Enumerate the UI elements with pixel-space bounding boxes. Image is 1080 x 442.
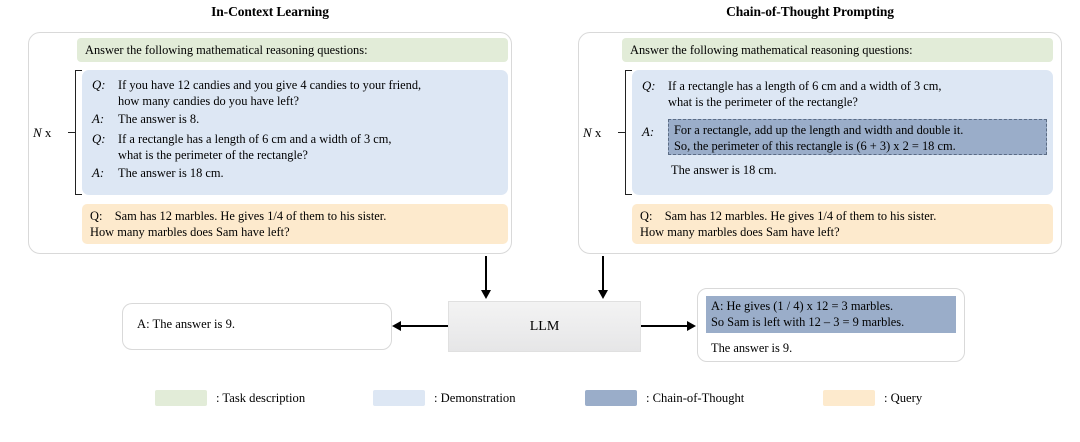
left-task-description-band: Answer the following mathematical reason… [77, 38, 508, 62]
left-demo-label-q1: Q: [92, 78, 106, 92]
left-demo-label-q2: Q: [92, 132, 106, 146]
arrow-left-to-llm-line [485, 256, 487, 292]
left-demo-body-q2: If a rectangle has a length of 6 cm and … [118, 131, 502, 163]
right-demo-q1-line2: what is the perimeter of the rectangle? [668, 95, 858, 110]
left-query-band: Q: Sam has 12 marbles. He gives 1/4 of t… [82, 204, 508, 244]
right-answer-tail: The answer is 18 cm. [671, 163, 777, 177]
legend-label-task-description: : Task description [216, 390, 306, 405]
llm-label: LLM [529, 318, 560, 334]
right-output-answer-tail: The answer is 9. [711, 341, 793, 355]
legend-swatch-query [823, 390, 875, 406]
left-demo-row-a2: A: The answer is 18 cm. [92, 165, 502, 182]
arrow-left-to-llm-head [481, 290, 491, 299]
right-output-box: A: He gives (1 / 4) x 12 = 3 marbles. So… [697, 288, 965, 362]
left-demo-q1-line1: If you have 12 candies and you give 4 ca… [118, 78, 422, 92]
left-repeat-label: N x [33, 125, 51, 141]
legend-label-demonstration: : Demonstration [434, 390, 516, 405]
legend-item-query: : Query [823, 390, 922, 406]
right-bracket [625, 70, 632, 195]
legend-swatch-chain-of-thought [585, 390, 637, 406]
legend-item-task-description: : Task description [155, 390, 305, 406]
legend-label-query: : Query [884, 390, 923, 405]
right-query-band: Q: Sam has 12 marbles. He gives 1/4 of t… [632, 204, 1053, 244]
arrow-right-to-llm-line [602, 256, 604, 292]
left-output-box: A: The answer is 9. [122, 303, 392, 350]
arrow-llm-to-left-output-line [400, 325, 448, 327]
left-demo-body-q1: If you have 12 candies and you give 4 ca… [118, 77, 502, 109]
right-demo-body-q1: If a rectangle has a length of 6 cm and … [668, 78, 1047, 110]
right-demo-label-a1: A: [642, 125, 655, 139]
right-repeat-x: x [591, 125, 602, 140]
right-output-cot-line1: A: He gives (1 / 4) x 12 = 3 marbles. [711, 299, 894, 313]
panel-title-in-context-learning: In-Context Learning [211, 4, 329, 19]
left-bracket [75, 70, 82, 195]
right-query-line1: Q: Sam has 12 marbles. He gives 1/4 of t… [640, 209, 937, 223]
left-repeat-n: N [33, 125, 42, 140]
right-demo-label-q1: Q: [642, 79, 656, 93]
arrow-llm-to-right-output-line [641, 325, 689, 327]
llm-box: LLM [448, 301, 641, 352]
legend-item-chain-of-thought: : Chain-of-Thought [585, 390, 744, 406]
right-repeat-n: N [583, 125, 592, 140]
legend-item-demonstration: : Demonstration [373, 390, 516, 406]
legend-swatch-task-description [155, 390, 207, 406]
right-chain-of-thought-highlight: For a rectangle, add up the length and w… [668, 119, 1047, 155]
left-demo-row-q2: Q: If a rectangle has a length of 6 cm a… [92, 131, 502, 163]
right-repeat-label: N x [583, 125, 601, 141]
left-query-line2: How many marbles does Sam have left? [90, 225, 290, 240]
right-cot-line2: So, the perimeter of this rectangle is (… [674, 139, 956, 154]
panel-title-chain-of-thought-prompting: Chain-of-Thought Prompting [726, 4, 894, 19]
left-bracket-tick [68, 132, 75, 133]
left-query-line1: Q: Sam has 12 marbles. He gives 1/4 of t… [90, 209, 387, 223]
right-output-cot-line2: So Sam is left with 12 – 3 = 9 marbles. [711, 315, 905, 330]
left-demo-q2-line1: If a rectangle has a length of 6 cm and … [118, 132, 392, 146]
left-repeat-x: x [41, 125, 52, 140]
left-demo-q1-line2: how many candies do you have left? [118, 94, 299, 109]
left-demo-label-a1: A: [92, 112, 105, 126]
right-demo-q1-line1: If a rectangle has a length of 6 cm and … [668, 79, 942, 93]
right-output-chain-of-thought: A: He gives (1 / 4) x 12 = 3 marbles. So… [706, 296, 956, 333]
left-demo-body-a1: The answer is 8. [118, 112, 200, 126]
right-cot-line1: For a rectangle, add up the length and w… [674, 123, 964, 137]
legend: : Task description : Demonstration : Cha… [0, 384, 1080, 412]
legend-label-chain-of-thought: : Chain-of-Thought [646, 390, 745, 405]
left-demo-label-a2: A: [92, 166, 105, 180]
right-bracket-tick [618, 132, 625, 133]
right-demo-row-a1: A: [642, 124, 1047, 141]
arrow-right-to-llm-head [598, 290, 608, 299]
arrow-llm-to-right-output-head [687, 321, 696, 331]
right-query-line2: How many marbles does Sam have left? [640, 225, 840, 240]
left-demo-q2-line2: what is the perimeter of the rectangle? [118, 148, 308, 163]
arrow-llm-to-left-output-head [392, 321, 401, 331]
left-output-text: A: The answer is 9. [137, 317, 236, 331]
legend-swatch-demonstration [373, 390, 425, 406]
left-demo-body-a2: The answer is 18 cm. [118, 166, 224, 180]
right-task-description-band: Answer the following mathematical reason… [622, 38, 1053, 62]
left-demonstration-band [82, 70, 508, 195]
left-demo-row-q1: Q: If you have 12 candies and you give 4… [92, 77, 502, 109]
right-demo-row-q1: Q: If a rectangle has a length of 6 cm a… [642, 78, 1047, 110]
left-demo-row-a1: A: The answer is 8. [92, 111, 502, 128]
